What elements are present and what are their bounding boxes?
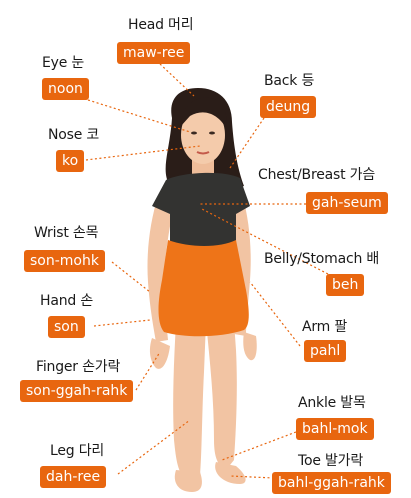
ankle-romanization-tag: bahl-mok [296,418,374,440]
back-romanization-tag: deung [260,96,316,118]
chest-romanization-tag: gah-seum [306,192,388,214]
wrist-romanization-tag: son-mohk [24,250,105,272]
skirt [159,240,249,336]
eye-romanization-tag: noon [42,78,89,100]
leg-romanization-tag: dah-ree [40,466,106,488]
nose-romanization-tag: ko [56,150,84,172]
finger-label: Finger 손가락 [36,356,120,376]
left-leg [173,322,206,478]
head-romanization-tag: maw-ree [117,42,190,64]
left-foot [175,470,202,492]
arm-label: Arm 팔 [302,316,347,336]
belly-label: Belly/Stomach 배 [264,248,379,268]
toe-label: Toe 발가락 [298,450,363,470]
left-hand [150,338,170,369]
hand-label: Hand 손 [40,290,93,310]
right-leg [206,322,237,470]
arm-romanization-tag: pahl [304,340,346,362]
chest-label: Chest/Breast 가슴 [258,164,375,184]
back-label: Back 등 [264,70,314,90]
head-label: Head 머리 [128,14,193,34]
nose-label: Nose 코 [48,124,99,144]
right-hand [243,332,257,360]
leg-label: Leg 다리 [50,440,104,460]
toe-romanization-tag: bahl-ggah-rahk [272,472,391,494]
ankle-label: Ankle 발목 [298,392,366,412]
right-foot [215,462,245,484]
belly-romanization-tag: beh [326,274,364,296]
eye-label: Eye 눈 [42,52,84,72]
finger-romanization-tag: son-ggah-rahk [20,380,133,402]
hand-romanization-tag: son [48,316,85,338]
wrist-label: Wrist 손목 [34,222,98,242]
